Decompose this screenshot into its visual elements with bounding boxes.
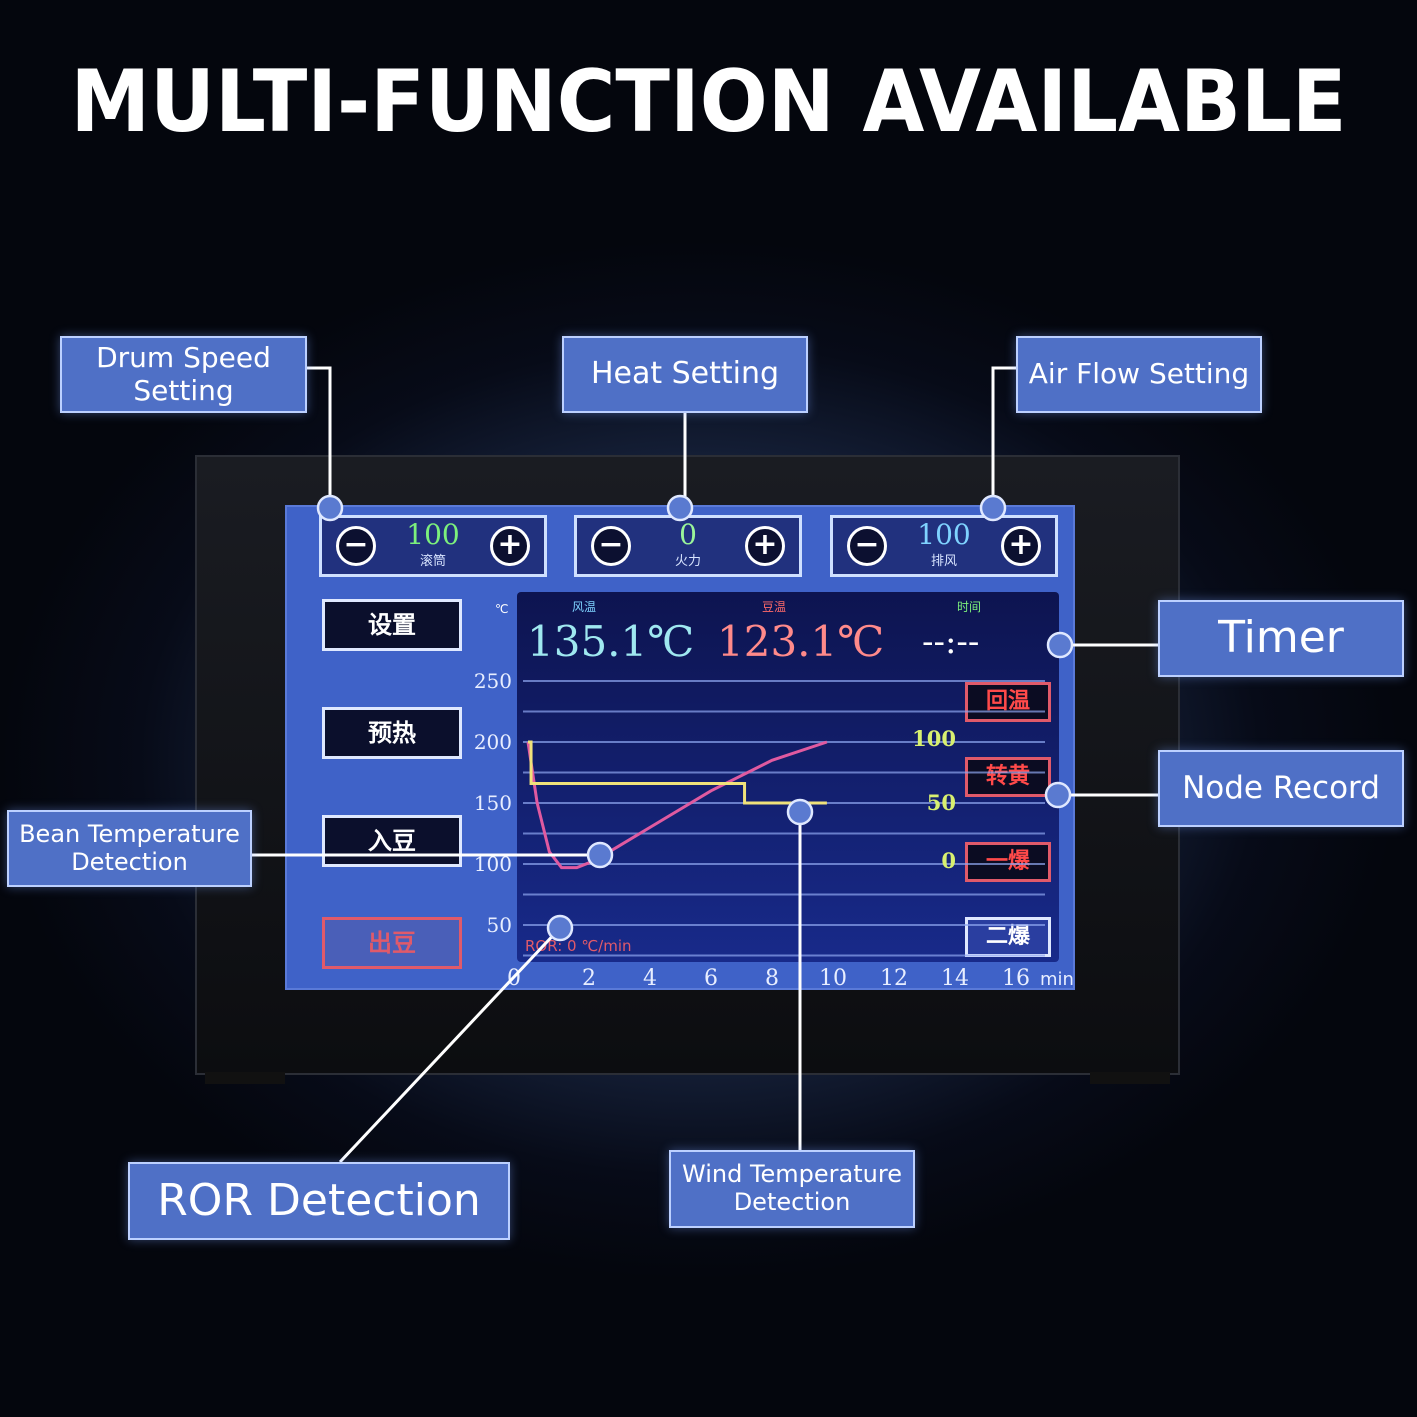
- x-tick-label: 12: [880, 966, 908, 991]
- x-tick-label: 2: [582, 966, 596, 991]
- heat-control: − 0 火力 +: [574, 515, 802, 577]
- y-tick-label: 250: [474, 669, 512, 693]
- callout-drum-speed: Drum Speed Setting: [60, 336, 307, 413]
- plus-icon[interactable]: +: [745, 526, 785, 566]
- touch-screen: − 100 滚筒 + − 0 火力 + − 100 排风 + 设置 预热 入豆 …: [285, 505, 1075, 990]
- air-flow-control: − 100 排风 +: [830, 515, 1058, 577]
- callout-ror: ROR Detection: [128, 1162, 510, 1240]
- callout-dot: [666, 494, 694, 522]
- drop-beans-button[interactable]: 出豆: [322, 917, 462, 969]
- x-tick-label: 4: [643, 966, 657, 991]
- heat-label: 火力: [674, 554, 701, 569]
- callout-dot: [1046, 631, 1074, 659]
- y-tick-label: 50: [487, 913, 512, 937]
- x-tick-label: 6: [704, 966, 718, 991]
- callout-node-record: Node Record: [1158, 750, 1404, 827]
- minus-icon[interactable]: −: [591, 526, 631, 566]
- callout-wind-temp: Wind Temperature Detection: [669, 1150, 915, 1228]
- callout-dot: [786, 798, 814, 826]
- plus-icon[interactable]: +: [1001, 526, 1041, 566]
- plus-icon[interactable]: +: [490, 526, 530, 566]
- connector-ror: [338, 926, 562, 1164]
- callout-bean-temp: Bean Temperature Detection: [7, 810, 252, 887]
- y2-tick-label: 0: [941, 848, 956, 873]
- minus-icon[interactable]: −: [336, 526, 376, 566]
- timer-label: 时间: [957, 600, 982, 614]
- timer-value: --:--: [922, 622, 980, 662]
- callout-timer: Timer: [1158, 600, 1404, 677]
- ror-readout: ROR: 0 ℃/min: [525, 937, 632, 955]
- device-foot: [1090, 1072, 1170, 1084]
- wind-temp-value: 135.1℃: [527, 617, 695, 666]
- node-first-crack[interactable]: 一爆: [965, 842, 1051, 882]
- y-unit: ℃: [495, 602, 509, 616]
- bean-temp-value: 123.1℃: [717, 617, 885, 666]
- heat-value: 0: [679, 518, 697, 551]
- callout-dot: [979, 494, 1007, 522]
- y2-tick-label: 50: [927, 790, 956, 815]
- x-tick-label: 14: [941, 966, 969, 991]
- callout-dot: [586, 841, 614, 869]
- drum-speed-label: 滚筒: [419, 554, 446, 569]
- series-line-wind-temperature: [528, 740, 827, 805]
- callout-air-flow: Air Flow Setting: [1016, 336, 1262, 413]
- callout-dot: [546, 914, 574, 942]
- node-yellowing[interactable]: 转黄: [965, 757, 1051, 797]
- y2-tick-label: 100: [912, 726, 956, 751]
- node-second-crack[interactable]: 二爆: [965, 917, 1051, 957]
- callout-dot: [316, 494, 344, 522]
- y-tick-label: 200: [474, 730, 512, 754]
- drum-speed-control: − 100 滚筒 +: [319, 515, 547, 577]
- device-foot: [205, 1072, 285, 1084]
- charge-beans-button[interactable]: 入豆: [322, 815, 462, 867]
- node-charge-return[interactable]: 回温: [965, 682, 1051, 722]
- air-flow-value: 100: [917, 518, 971, 551]
- wind-temp-label: 风温: [572, 600, 597, 614]
- minus-icon[interactable]: −: [847, 526, 887, 566]
- preheat-button[interactable]: 预热: [322, 707, 462, 759]
- settings-button[interactable]: 设置: [322, 599, 462, 651]
- bean-temp-label: 豆温: [762, 600, 787, 614]
- drum-speed-value: 100: [406, 518, 460, 551]
- series-line-bean-temperature: [526, 740, 828, 870]
- x-tick-label: 10: [819, 966, 847, 991]
- connector-drum: [307, 366, 332, 508]
- callout-heat: Heat Setting: [562, 336, 808, 413]
- x-tick-label: 16: [1002, 966, 1030, 991]
- y-tick-label: 150: [474, 791, 512, 815]
- callout-dot: [1044, 781, 1072, 809]
- page-title: MULTI-FUNCTION AVAILABLE: [70, 52, 1347, 152]
- x-axis-label: min: [1040, 969, 1074, 990]
- air-flow-label: 排风: [930, 554, 957, 569]
- connector-air: [991, 366, 1016, 508]
- x-tick-label: 8: [765, 966, 779, 991]
